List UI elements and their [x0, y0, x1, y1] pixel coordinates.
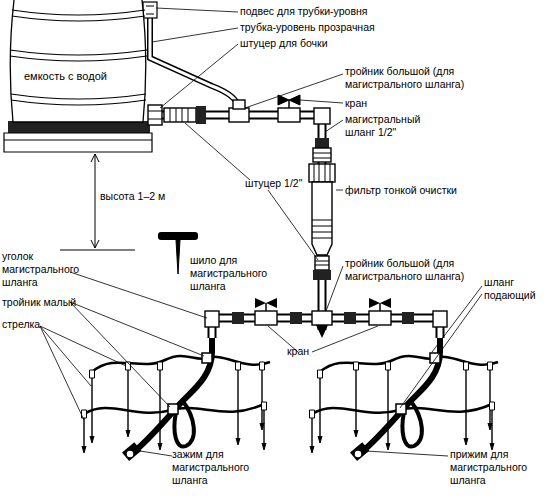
tube-hanger — [143, 2, 157, 18]
dimension-arrows — [91, 154, 99, 248]
drip-section-right — [310, 338, 499, 461]
stand — [4, 133, 152, 152]
filter-cap-ribs — [314, 164, 330, 182]
part-label: шило для магистрального шланга — [190, 254, 290, 293]
barrel-fitting — [148, 105, 162, 125]
main-pipe — [160, 115, 440, 338]
tank-outline — [8, 0, 148, 122]
tank-label: емкость с водой — [24, 70, 107, 83]
part-label: штуцер 1/2" — [245, 177, 325, 190]
valve-handle — [278, 95, 300, 105]
fitting-nut — [232, 312, 244, 324]
level-tube — [150, 18, 238, 108]
tee-spike — [316, 325, 328, 338]
filter-cap — [309, 164, 335, 182]
filter-ribs — [312, 220, 332, 238]
valve-stem — [379, 303, 381, 311]
elbow — [314, 108, 330, 124]
main-pipe-inner — [160, 115, 440, 338]
filter-body — [312, 182, 332, 255]
fitting — [164, 108, 196, 122]
valve — [255, 311, 277, 325]
awl-handle — [158, 232, 198, 240]
awl-spike — [176, 240, 180, 274]
fitting-nut — [315, 138, 329, 148]
part-label: стрелка — [2, 318, 62, 331]
part-label: уголок магистрального шланга — [2, 250, 92, 289]
part-label: кран — [287, 345, 327, 358]
valve — [369, 311, 391, 325]
fitting-ribs — [315, 261, 329, 265]
level-tube-inner — [150, 18, 238, 108]
part-label: тройник малый — [2, 296, 92, 309]
valve-stem — [265, 303, 267, 311]
barrel-base — [8, 121, 150, 133]
part-label: штуцер для бочки — [240, 37, 440, 50]
valve-handle — [369, 298, 391, 308]
fitting-nut — [344, 312, 356, 324]
fitting-ribs — [170, 108, 188, 122]
tank-hoops — [10, 10, 147, 105]
part-label: высота 1–2 м — [100, 190, 200, 203]
part-label: кран — [345, 97, 405, 110]
fitting-nut — [290, 312, 302, 324]
fitting — [313, 148, 331, 162]
valve — [278, 108, 300, 122]
part-label: тройник большой (для магистрального шлан… — [345, 65, 505, 91]
fitting-nut — [313, 270, 331, 280]
big-tee-branch — [233, 100, 245, 109]
part-label: подвес для трубки-уровня — [240, 5, 440, 18]
part-label: тройник большой (для магистрального шлан… — [345, 257, 505, 283]
fitting-nut — [402, 312, 414, 324]
elbow — [433, 311, 447, 327]
barrel-fitting-detail — [148, 111, 162, 119]
valve-stem — [288, 100, 290, 108]
part-label: прижим для магистрального шланга — [450, 448, 550, 487]
elbow — [205, 311, 219, 327]
big-tee — [312, 311, 332, 325]
part-label: фильтр тонкой очистки — [345, 184, 545, 197]
water-tank: емкость с водой — [8, 0, 148, 122]
part-label: зажим для магистрального шланга — [172, 448, 272, 487]
part-label: шланг подающий — [484, 276, 539, 302]
valve-handle — [255, 298, 277, 308]
fitting-nut — [196, 106, 206, 124]
fitting-ribs — [313, 153, 331, 158]
big-tee — [229, 108, 249, 122]
part-label: трубка-уровень прозрачная — [240, 21, 440, 34]
tube-hanger-detail — [146, 6, 154, 14]
part-label: магистральный шланг 1/2" — [345, 113, 435, 139]
drip-section-left — [82, 338, 271, 461]
